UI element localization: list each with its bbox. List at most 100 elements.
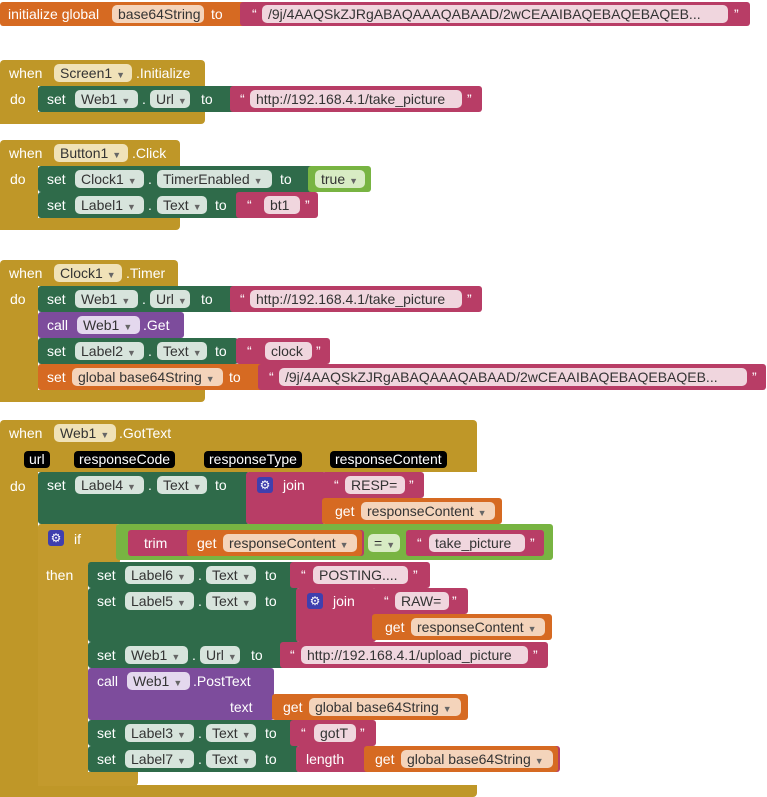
event-component-dropdown[interactable]: Screen1▼ <box>54 64 132 82</box>
url-string-value[interactable]: http://192.168.4.1/take_picture <box>250 290 462 308</box>
event-component-name: Web1 <box>60 425 97 441</box>
chevron-down-icon: ▼ <box>173 678 183 688</box>
string-value[interactable]: RAW= <box>395 592 449 610</box>
set-property-dropdown[interactable]: Text▼ <box>157 342 207 360</box>
to-keyword: to <box>251 647 263 663</box>
set-component-dropdown[interactable]: Label2▼ <box>75 342 144 360</box>
url-string-value[interactable]: http://192.168.4.1/upload_picture <box>301 646 528 664</box>
set-component-dropdown[interactable]: Web1▼ <box>75 90 138 108</box>
trim-keyword: trim <box>144 535 168 551</box>
button-click-bottom <box>0 218 180 230</box>
set-block[interactable] <box>88 746 300 772</box>
close-quote: ” <box>413 567 418 583</box>
length-keyword: length <box>306 751 345 767</box>
set-component-dropdown[interactable]: Label3▼ <box>125 724 194 742</box>
set-property-dropdown[interactable]: Text▼ <box>157 196 207 214</box>
mutator-gear-icon[interactable]: ⚙ <box>307 593 323 609</box>
call-component-dropdown[interactable]: Web1▼ <box>77 316 140 334</box>
init-string-value[interactable]: /9j/4AAQSkZJRgABAQAAAQABAAD/2wCEAAIBAQEB… <box>262 5 728 23</box>
get-var-name: responseContent <box>417 619 524 635</box>
set-block[interactable] <box>88 588 300 642</box>
get-var-dropdown[interactable]: responseContent▼ <box>361 502 495 520</box>
set-property-dropdown[interactable]: Url▼ <box>200 646 240 664</box>
event-component-dropdown[interactable]: Web1▼ <box>54 424 116 442</box>
method-name: .PostText <box>193 673 251 689</box>
global-var-dropdown[interactable]: global base64String▼ <box>72 368 223 386</box>
to-keyword: to <box>265 751 277 767</box>
get-var-dropdown[interactable]: global base64String▼ <box>401 750 553 768</box>
mutator-gear-icon[interactable]: ⚙ <box>257 477 273 493</box>
do-keyword: do <box>10 291 26 307</box>
set-property-dropdown[interactable]: Text▼ <box>206 724 256 742</box>
set-component-dropdown[interactable]: Web1▼ <box>125 646 188 664</box>
set-block[interactable] <box>38 472 250 524</box>
set-component-name: Label6 <box>131 567 174 583</box>
set-component-name: Label2 <box>81 343 124 359</box>
call-component-dropdown[interactable]: Web1▼ <box>127 672 190 690</box>
get-var-dropdown[interactable]: global base64String▼ <box>309 698 461 716</box>
string-value[interactable]: RESP= <box>345 476 405 494</box>
then-keyword: then <box>46 567 74 583</box>
param-response-code[interactable]: responseCode <box>74 451 176 468</box>
get-var-dropdown[interactable]: responseContent▼ <box>411 618 545 636</box>
set-component-dropdown[interactable]: Clock1▼ <box>75 170 144 188</box>
set-component-dropdown[interactable]: Label4▼ <box>75 476 144 494</box>
set-property-dropdown[interactable]: Text▼ <box>206 592 256 610</box>
set-component-dropdown[interactable]: Label5▼ <box>125 592 194 610</box>
string-value[interactable]: /9j/4AAQSkZJRgABAQAAAQABAAD/2wCEAAIBAQEB… <box>279 368 747 386</box>
event-component-dropdown[interactable]: Button1▼ <box>54 144 128 162</box>
param-response-content[interactable]: responseContent <box>330 451 447 468</box>
do-keyword: do <box>10 478 26 494</box>
string-value[interactable]: gotT <box>314 724 356 742</box>
set-block[interactable] <box>88 562 300 588</box>
set-keyword: set <box>47 91 66 107</box>
set-component-dropdown[interactable]: Label6▼ <box>125 566 194 584</box>
event-name: .Timer <box>126 265 166 281</box>
string-value[interactable]: take_picture <box>429 534 525 552</box>
event-component-dropdown[interactable]: Clock1▼ <box>54 264 122 282</box>
dot-separator: . <box>148 477 152 493</box>
url-string-value[interactable]: http://192.168.4.1/take_picture <box>250 90 462 108</box>
set-property-dropdown[interactable]: TimerEnabled▼ <box>157 170 272 188</box>
event-name: .Click <box>132 145 167 161</box>
gottext-bottom <box>0 785 477 797</box>
operator-dropdown[interactable]: =▼ <box>368 534 400 552</box>
get-var-dropdown[interactable]: responseContent▼ <box>223 534 357 552</box>
set-block[interactable] <box>88 642 288 668</box>
to-keyword: to <box>215 343 227 359</box>
event-component-name: Screen1 <box>60 65 113 81</box>
set-component-dropdown[interactable]: Web1▼ <box>75 290 138 308</box>
chevron-down-icon: ▼ <box>241 598 251 608</box>
param-response-type[interactable]: responseType <box>204 451 302 468</box>
dot-separator: . <box>192 647 196 663</box>
string-value[interactable]: bt1 <box>264 196 300 214</box>
set-property-dropdown[interactable]: Text▼ <box>206 750 256 768</box>
chevron-down-icon: ▼ <box>241 756 251 766</box>
set-component-dropdown[interactable]: Label7▼ <box>125 750 194 768</box>
dot-separator: . <box>198 725 202 741</box>
mutator-gear-icon[interactable]: ⚙ <box>48 530 64 546</box>
string-value[interactable]: clock <box>265 342 312 360</box>
do-keyword: do <box>10 171 26 187</box>
if-block-bottom <box>38 772 138 786</box>
get-var-name: responseContent <box>229 535 336 551</box>
set-block[interactable] <box>88 720 300 746</box>
set-property-dropdown[interactable]: Url▼ <box>150 290 190 308</box>
chevron-down-icon: ▼ <box>177 96 187 106</box>
param-url[interactable]: url <box>24 451 50 468</box>
global-var-name[interactable]: base64String <box>112 5 204 23</box>
set-keyword: set <box>47 291 66 307</box>
set-block[interactable] <box>38 286 238 312</box>
set-property-dropdown[interactable]: Text▼ <box>157 476 207 494</box>
set-component-dropdown[interactable]: Label1▼ <box>75 196 144 214</box>
close-quote: ” <box>467 91 472 107</box>
set-property-dropdown[interactable]: Text▼ <box>206 566 256 584</box>
get-var-name: responseContent <box>367 503 474 519</box>
string-value[interactable]: POSTING.... <box>313 566 408 584</box>
set-block[interactable] <box>38 86 238 112</box>
chevron-down-icon: ▼ <box>177 598 186 608</box>
set-property-dropdown[interactable]: Url▼ <box>150 90 190 108</box>
open-quote: “ <box>247 343 252 359</box>
boolean-dropdown[interactable]: true▼ <box>315 170 365 188</box>
set-keyword: set <box>97 751 116 767</box>
